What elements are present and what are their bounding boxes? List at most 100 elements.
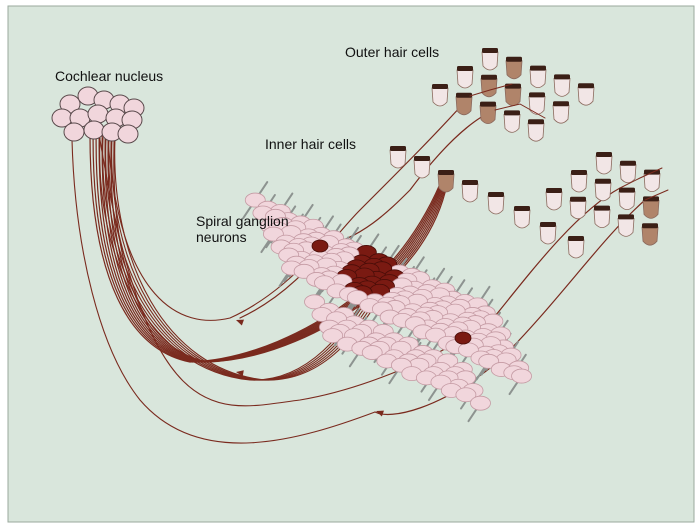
stereocilia-bundle bbox=[642, 223, 658, 228]
stereocilia-bundle bbox=[481, 75, 497, 80]
stereocilia-bundle bbox=[546, 188, 562, 193]
outer-hair-cell bbox=[504, 110, 520, 132]
inner-hair-cell bbox=[390, 146, 406, 168]
stereocilia-bundle bbox=[482, 48, 498, 53]
hair-cell-body bbox=[578, 87, 594, 105]
ganglion-neuron bbox=[512, 369, 532, 383]
hair-cell-body bbox=[481, 79, 497, 97]
hair-cell-body bbox=[568, 240, 584, 258]
inner-hair-cell bbox=[568, 236, 584, 258]
outer-hair-cell bbox=[596, 152, 612, 174]
stereocilia-bundle bbox=[528, 119, 544, 124]
hair-cell-body bbox=[505, 88, 521, 106]
hair-cell-body bbox=[644, 174, 660, 192]
stereocilia-bundle bbox=[540, 222, 556, 227]
inner-hair-cell bbox=[462, 180, 478, 202]
stereocilia-bundle bbox=[390, 146, 406, 151]
stereocilia-bundle bbox=[514, 206, 530, 211]
hair-cell-body bbox=[619, 192, 635, 210]
inner-hair-cell bbox=[438, 170, 454, 192]
label-cochlear-nucleus: Cochlear nucleus bbox=[55, 68, 163, 84]
hair-cell-body bbox=[506, 61, 522, 79]
outer-hair-cell bbox=[481, 75, 497, 97]
hair-cell-body bbox=[514, 210, 530, 228]
cochlear-nucleus-cell bbox=[64, 123, 84, 141]
cochlear-nucleus-cell bbox=[118, 125, 138, 143]
hair-cell-body bbox=[529, 96, 545, 114]
stereocilia-bundle bbox=[619, 188, 635, 193]
outer-hair-cell bbox=[530, 66, 546, 88]
stereocilia-bundle bbox=[432, 84, 448, 89]
stereocilia-bundle bbox=[480, 102, 496, 107]
stereocilia-bundle bbox=[620, 161, 636, 166]
outer-hair-cell bbox=[546, 188, 562, 210]
stereocilia-bundle bbox=[594, 206, 610, 211]
stereocilia-bundle bbox=[618, 214, 634, 219]
outer-hair-cell bbox=[482, 48, 498, 70]
hair-cell-body bbox=[457, 70, 473, 88]
hair-cell-body bbox=[594, 210, 610, 228]
stereocilia-bundle bbox=[488, 192, 504, 197]
cochlear-nucleus-cell bbox=[84, 121, 104, 139]
hair-cell-body bbox=[554, 78, 570, 96]
inner-hair-cell bbox=[540, 222, 556, 244]
outer-hair-cell bbox=[554, 74, 570, 96]
stereocilia-bundle bbox=[530, 66, 546, 71]
hair-cell-body bbox=[528, 123, 544, 141]
hair-cell-body bbox=[571, 174, 587, 192]
stereocilia-bundle bbox=[456, 93, 472, 98]
ganglion-neuron-type2 bbox=[312, 240, 328, 252]
outer-hair-cell bbox=[505, 84, 521, 106]
hair-cell-body bbox=[530, 70, 546, 88]
outer-hair-cell bbox=[620, 161, 636, 183]
outer-hair-cell bbox=[642, 223, 658, 245]
inner-hair-cell bbox=[514, 206, 530, 228]
hair-cell-body bbox=[456, 97, 472, 115]
inner-hair-cell bbox=[414, 156, 430, 178]
outer-hair-cell bbox=[571, 170, 587, 192]
stereocilia-bundle bbox=[578, 83, 594, 88]
outer-hair-cell bbox=[595, 179, 611, 201]
cochlear-nucleus-cell bbox=[88, 105, 108, 123]
stereocilia-bundle bbox=[529, 92, 545, 97]
hair-cell-body bbox=[642, 227, 658, 245]
outer-hair-cell bbox=[578, 83, 594, 105]
outer-hair-cell bbox=[570, 197, 586, 219]
hair-cell-body bbox=[482, 52, 498, 70]
stereocilia-bundle bbox=[505, 84, 521, 89]
stereocilia-bundle bbox=[504, 110, 520, 115]
outer-hair-cell bbox=[618, 214, 634, 236]
ganglion-neuron-type2 bbox=[455, 332, 471, 344]
hair-cell-body bbox=[620, 165, 636, 183]
stereocilia-bundle bbox=[438, 170, 454, 175]
stereocilia-bundle bbox=[554, 74, 570, 79]
label-spiral-ganglion-neurons: Spiral ganglion neurons bbox=[196, 213, 308, 245]
hair-cell-body bbox=[462, 184, 478, 202]
outer-hair-cell bbox=[619, 188, 635, 210]
outer-hair-cell bbox=[528, 119, 544, 141]
outer-hair-cell bbox=[594, 206, 610, 228]
stereocilia-bundle bbox=[462, 180, 478, 185]
label-inner-hair-cells: Inner hair cells bbox=[265, 136, 356, 152]
stereocilia-bundle bbox=[553, 101, 569, 106]
inner-hair-cell bbox=[488, 192, 504, 214]
hair-cell-body bbox=[438, 174, 454, 192]
hair-cell-body bbox=[618, 218, 634, 236]
hair-cell-body bbox=[480, 106, 496, 124]
outer-hair-cell bbox=[506, 57, 522, 79]
outer-hair-cell bbox=[457, 66, 473, 88]
hair-cell-body bbox=[546, 192, 562, 210]
stereocilia-bundle bbox=[596, 152, 612, 157]
stereocilia-bundle bbox=[414, 156, 430, 161]
stereocilia-bundle bbox=[506, 57, 522, 62]
hair-cell-body bbox=[643, 200, 659, 218]
hair-cell-body bbox=[504, 114, 520, 132]
outer-hair-cell bbox=[553, 101, 569, 123]
stereocilia-bundle bbox=[570, 197, 586, 202]
hair-cell-body bbox=[570, 201, 586, 219]
hair-cell-body bbox=[414, 160, 430, 178]
outer-hair-cell bbox=[432, 84, 448, 106]
outer-hair-cell bbox=[480, 102, 496, 124]
stereocilia-bundle bbox=[595, 179, 611, 184]
hair-cell-body bbox=[553, 105, 569, 123]
